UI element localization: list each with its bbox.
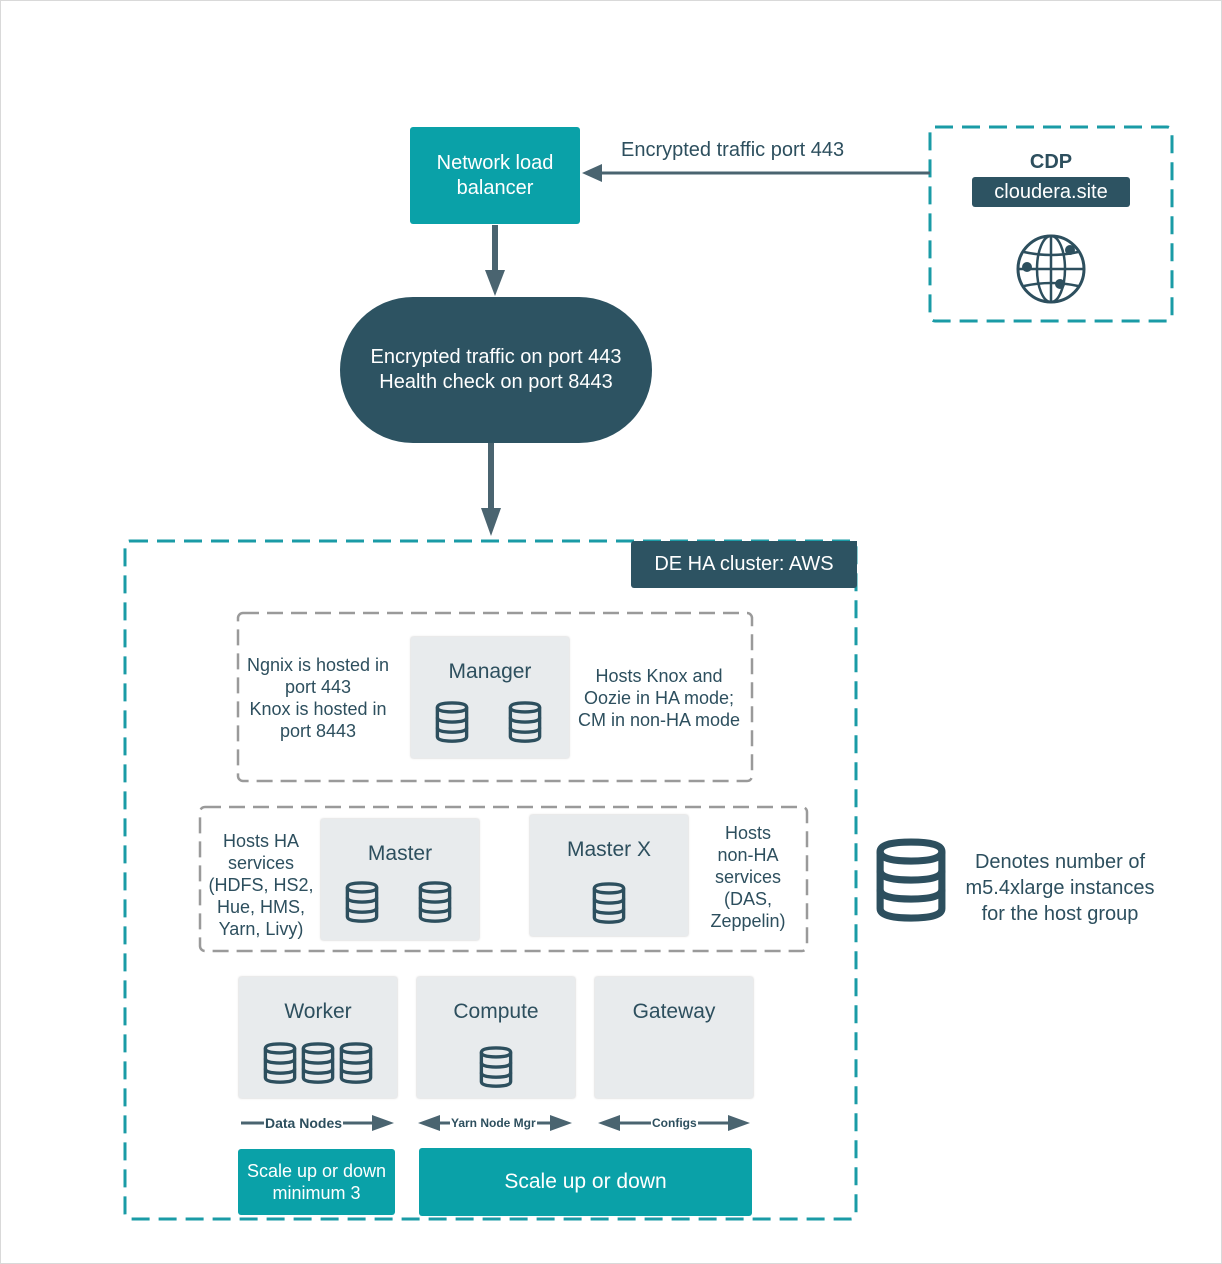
host-master-x-title: Master X xyxy=(566,838,652,861)
cdp-title: CDP xyxy=(1029,151,1073,173)
host-compute-title: Compute xyxy=(453,1000,539,1023)
database-icon xyxy=(344,880,380,929)
host-gateway: Gateway xyxy=(595,977,753,1098)
load-balancer-line2: balancer xyxy=(456,176,534,199)
legend-line3: for the host group xyxy=(981,903,1139,925)
legend-text: Denotes number of m5.4xlarge instances f… xyxy=(952,849,1168,927)
cdp-outline xyxy=(928,125,1174,323)
yarn-node-mgr-label: Yarn Node Mgr xyxy=(450,1116,537,1130)
master-right-note: Hosts non-HA services (DAS, Zeppelin) xyxy=(700,822,796,932)
manager-right-note-line: CM in non-HA mode xyxy=(577,710,741,730)
cdp-to-lb-arrowhead xyxy=(582,164,602,182)
master-right-note-line: (DAS, xyxy=(723,889,772,909)
master-right-note-line: Zeppelin) xyxy=(710,911,786,931)
yarn-arrowhead-right xyxy=(550,1115,572,1131)
manager-left-note-line: Knox is hosted in xyxy=(249,699,387,719)
master-group-outline xyxy=(198,805,809,953)
cdp-site-badge: cloudera.site xyxy=(972,177,1130,207)
master-left-note: Hosts HA services (HDFS, HS2, Hue, HMS, … xyxy=(203,830,319,940)
database-icon xyxy=(262,1041,298,1090)
cluster-label: DE HA cluster: AWS xyxy=(631,541,857,588)
host-worker-title: Worker xyxy=(284,1000,352,1023)
database-icon xyxy=(338,1041,374,1090)
master-right-note-line: services xyxy=(714,867,781,887)
health-check-pill: Encrypted traffic on port 443 Health che… xyxy=(340,297,652,443)
manager-right-note-line: Hosts Knox and xyxy=(595,666,723,686)
data-nodes-label: Data Nodes xyxy=(264,1115,344,1131)
host-manager: Manager xyxy=(411,637,569,758)
master-right-note-line: non-HA xyxy=(717,845,779,865)
configs-arrowhead-left xyxy=(598,1115,620,1131)
database-icon xyxy=(434,700,470,749)
cluster-outline xyxy=(123,539,858,1221)
scale-worker-line1: Scale up or down xyxy=(246,1161,387,1181)
database-icon xyxy=(591,881,627,930)
database-icon xyxy=(417,880,453,929)
load-balancer-box: Network load balancer xyxy=(410,127,580,224)
host-compute: Compute xyxy=(417,977,575,1098)
legend-line1: Denotes number of xyxy=(974,851,1146,873)
manager-right-note-line: Oozie in HA mode; xyxy=(583,688,735,708)
manager-left-note-line: Ngnix is hosted in xyxy=(246,655,390,675)
host-master-x: Master X xyxy=(530,815,688,936)
master-left-note-line: services xyxy=(227,853,294,873)
host-worker: Worker xyxy=(239,977,397,1098)
database-icon xyxy=(507,700,543,749)
host-master: Master xyxy=(321,819,479,940)
scale-worker-box: Scale up or down minimum 3 xyxy=(238,1149,395,1215)
scale-worker-line2: minimum 3 xyxy=(272,1183,361,1203)
yarn-arrowhead-left xyxy=(418,1115,440,1131)
configs-arrowhead-right xyxy=(728,1115,750,1131)
master-left-note-line: Yarn, Livy) xyxy=(218,919,304,939)
master-right-note-line: Hosts xyxy=(724,823,771,843)
master-left-note-line: Hosts HA xyxy=(222,831,300,851)
manager-group-outline xyxy=(236,611,754,783)
load-balancer-line1: Network load xyxy=(436,151,554,174)
database-icon xyxy=(478,1045,514,1094)
manager-left-note-line: port 8443 xyxy=(279,721,357,741)
legend-line2: m5.4xlarge instances xyxy=(965,877,1155,899)
health-pill-line1: Encrypted traffic on port 443 xyxy=(370,346,622,368)
configs-label: Configs xyxy=(651,1116,698,1130)
legend-database-icon xyxy=(873,837,949,923)
scale-compute-gateway-box: Scale up or down xyxy=(419,1148,752,1216)
traffic-label: Encrypted traffic port 443 xyxy=(621,139,845,161)
manager-right-note: Hosts Knox and Oozie in HA mode; CM in n… xyxy=(570,665,748,731)
pill-to-cluster-arrowhead xyxy=(481,508,501,536)
host-master-title: Master xyxy=(367,842,433,865)
manager-left-note: Ngnix is hosted in port 443 Knox is host… xyxy=(240,654,396,742)
health-pill-line2: Health check on port 8443 xyxy=(379,371,613,393)
lb-to-pill-arrowhead xyxy=(485,270,505,296)
data-nodes-arrowhead xyxy=(372,1115,394,1131)
database-icon xyxy=(300,1041,336,1090)
host-gateway-title: Gateway xyxy=(632,1000,716,1023)
master-left-note-line: (HDFS, HS2, xyxy=(208,875,314,895)
host-manager-title: Manager xyxy=(448,660,532,683)
manager-left-note-line: port 443 xyxy=(284,677,352,697)
globe-icon xyxy=(1014,232,1088,306)
master-left-note-line: Hue, HMS, xyxy=(216,897,306,917)
